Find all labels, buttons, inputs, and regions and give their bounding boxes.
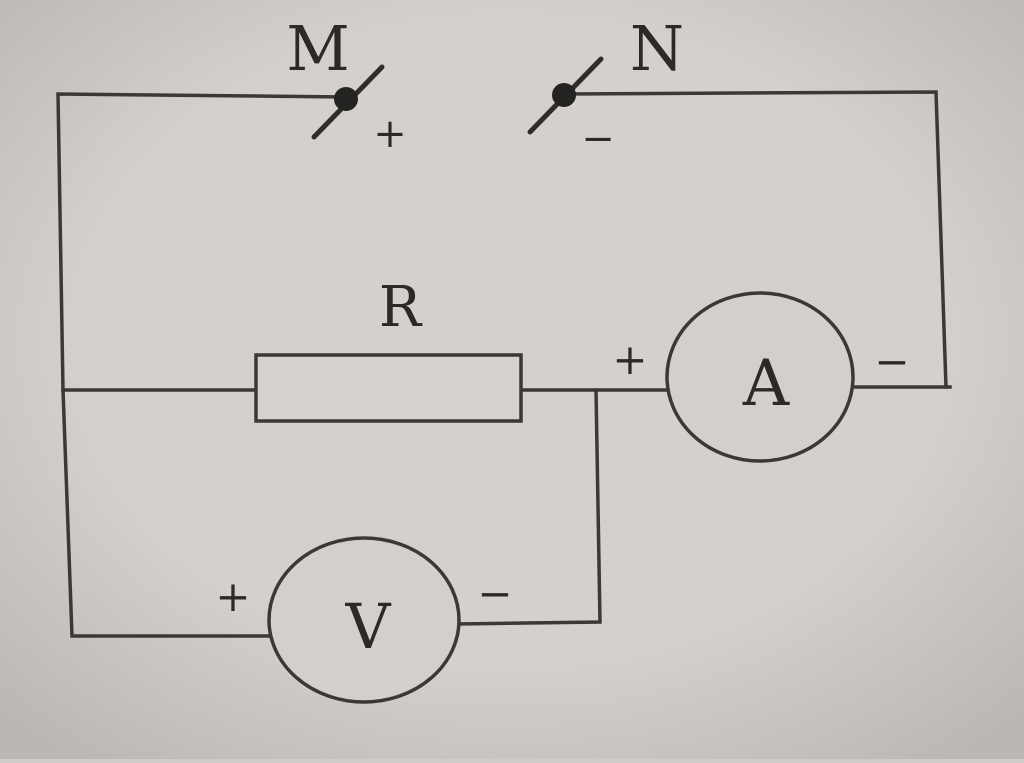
terminal-n-sign: − [581,116,615,162]
voltmeter-label: V [345,590,392,663]
resistor [254,353,523,423]
ammeter-label: A [742,347,790,421]
ammeter-plus-sign: + [612,335,647,384]
wire-left-rail [61,388,270,638]
terminal-m-sign: + [373,111,407,157]
terminal-n-dot[interactable] [552,83,576,107]
voltmeter-minus-sign: − [477,569,512,618]
wire-top-left [56,92,347,392]
terminal-n-label: N [630,12,684,85]
wire-top-right [562,90,948,389]
wire-voltmeter-return [456,388,602,626]
ammeter [665,291,855,463]
ammeter-minus-sign: − [874,337,909,386]
terminal-m-label: M [286,12,349,85]
resistor-label: R [379,275,423,340]
voltmeter-plus-sign: + [215,572,250,621]
terminal-m-dot[interactable] [334,87,358,111]
voltmeter [267,536,461,704]
